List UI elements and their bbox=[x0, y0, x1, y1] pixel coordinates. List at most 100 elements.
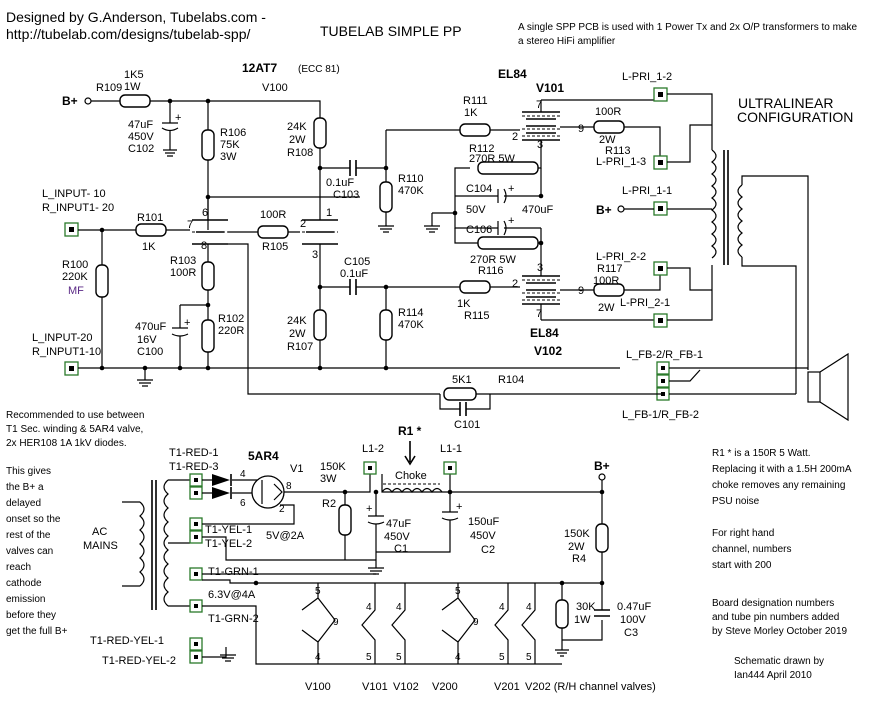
resistor-r113 bbox=[593, 120, 625, 134]
label-bplus-psu: B+ bbox=[594, 459, 610, 473]
heater-label-v200: V200 bbox=[432, 681, 458, 693]
terminal-l1-2 bbox=[363, 461, 377, 475]
capacitor-c101 bbox=[459, 402, 467, 416]
tube-v101-el84 bbox=[522, 100, 661, 162]
terminal-l-pri-1-1 bbox=[653, 201, 668, 216]
svg-text:4: 4 bbox=[499, 602, 505, 613]
note-r1-line-3: choke removes any remaining bbox=[712, 480, 845, 491]
heater-pin-labels: 5 9 4 4 5 4 5 5 9 4 4 5 4 5 bbox=[315, 586, 532, 663]
credit-line-1: Designed by G.Anderson, Tubelabs.com - bbox=[6, 9, 266, 25]
label-r111: R111 bbox=[463, 95, 488, 107]
heater-label-v102: V102 bbox=[393, 681, 419, 693]
label-r112: R112 bbox=[469, 143, 494, 155]
label-c104: C104 bbox=[466, 183, 492, 195]
heater-label-v201: V201 bbox=[494, 681, 520, 693]
svg-text:5: 5 bbox=[366, 652, 372, 663]
terminal-l-pri-1-3 bbox=[653, 155, 668, 170]
svg-text:5: 5 bbox=[396, 652, 402, 663]
svg-text:4: 4 bbox=[526, 602, 532, 613]
label-c101: C101 bbox=[454, 419, 480, 431]
note-rh-line-1: For right hand bbox=[712, 528, 774, 539]
resistor-r4 bbox=[595, 523, 609, 553]
value-r112: 270R 5W bbox=[469, 153, 515, 165]
label-c103: C103 bbox=[333, 189, 359, 201]
pin-v1-2: 2 bbox=[279, 504, 285, 515]
speaker-icon bbox=[807, 352, 849, 422]
capacitor-c104: + bbox=[455, 183, 541, 204]
label-t1-red-yel-2: T1-RED-YEL-2 bbox=[102, 655, 176, 667]
value-c104-volt: 50V bbox=[466, 204, 486, 216]
input-top-label-2: R_INPUT1- 20 bbox=[42, 202, 114, 214]
label-c1: C1 bbox=[394, 543, 408, 555]
pin-v100-6: 6 bbox=[202, 207, 208, 219]
value-r2-watt: 3W bbox=[320, 473, 337, 485]
svg-text:cathode: cathode bbox=[6, 578, 42, 589]
label-t1-grn-2: T1-GRN-2 bbox=[208, 613, 259, 625]
heater-v100 bbox=[301, 583, 336, 664]
pin-v102-3: 3 bbox=[537, 262, 543, 274]
svg-text:valves can: valves can bbox=[6, 546, 53, 557]
label-r103: R103 bbox=[170, 255, 196, 267]
svg-text:B+: B+ bbox=[62, 94, 78, 108]
value-30k: 30K bbox=[576, 601, 596, 613]
label-6v3-4a: 6.3V@4A bbox=[208, 589, 256, 601]
label-l-pri-2-2: L-PRI_2-2 bbox=[596, 251, 646, 263]
resistor-r100 bbox=[95, 264, 109, 298]
pin-v1-6: 6 bbox=[240, 498, 246, 509]
label-fb-top: L_FB-2/R_FB-1 bbox=[626, 349, 703, 361]
tube-v102-el84 bbox=[522, 256, 661, 320]
value-r4-watt: 2W bbox=[568, 541, 585, 553]
heater-label-v100: V100 bbox=[305, 681, 331, 693]
note-board-line-1: Board designation numbers bbox=[712, 598, 834, 609]
ultralinear-label-1: ULTRALINEAR bbox=[738, 95, 833, 111]
description-line-1: A single SPP PCB is used with 1 Power Tx… bbox=[518, 22, 857, 33]
label-c2: C2 bbox=[481, 544, 495, 556]
psu-note-line-3: 2x HER108 1A 1kV diodes. bbox=[6, 438, 127, 449]
svg-text:5: 5 bbox=[455, 586, 461, 597]
ac-mains-label-2: MAINS bbox=[83, 540, 118, 552]
value-c100: 470uF bbox=[135, 321, 166, 333]
label-r108: R108 bbox=[287, 147, 313, 159]
value-r102: 220R bbox=[218, 325, 244, 337]
svg-text:4: 4 bbox=[455, 652, 461, 663]
tube-v102-type: EL84 bbox=[530, 326, 559, 340]
value-30k-watt: 1W bbox=[574, 614, 591, 626]
tube-v1-5ar4 bbox=[251, 475, 285, 509]
resistor-r115 bbox=[459, 280, 491, 294]
pin-v102-9: 9 bbox=[578, 285, 584, 297]
note-drawn-line-1: Schematic drawn by bbox=[734, 656, 824, 667]
svg-text:+: + bbox=[184, 317, 190, 329]
tube-v101-ref: V101 bbox=[536, 81, 564, 95]
input-bottom-label-2: R_INPUT1-10 bbox=[32, 346, 101, 358]
label-l-pri-1-2: L-PRI_1-2 bbox=[622, 71, 672, 83]
svg-text:get the full B+: get the full B+ bbox=[6, 626, 68, 637]
label-r109: R109 bbox=[96, 82, 122, 94]
svg-text:5: 5 bbox=[526, 652, 532, 663]
tube-v100-left-triode bbox=[192, 197, 228, 245]
pin-v100-1: 1 bbox=[326, 207, 332, 219]
svg-text:+: + bbox=[175, 112, 181, 124]
resistor-r109 bbox=[119, 94, 151, 108]
heater-bus-bottom bbox=[202, 605, 562, 665]
note-rh-line-3: start with 200 bbox=[712, 560, 772, 571]
note-board-line-2: and tube pin numbers added bbox=[712, 612, 839, 623]
label-t1-yel-2: T1-YEL-2 bbox=[205, 538, 252, 550]
output-transformer bbox=[667, 93, 809, 394]
label-c105: C105 bbox=[344, 256, 370, 268]
value-r107: 24K bbox=[287, 315, 307, 327]
label-c3: C3 bbox=[624, 627, 638, 639]
pin-v101-7: 7 bbox=[536, 99, 542, 111]
svg-text:+: + bbox=[508, 215, 514, 227]
input-terminal-bottom bbox=[64, 361, 79, 376]
label-r106: R106 bbox=[220, 127, 246, 139]
value-r100-type: MF bbox=[68, 285, 84, 297]
note-drawn-line-2: Ian444 April 2010 bbox=[734, 670, 812, 681]
psu-note-line-2: T1 Sec. winding & 5AR4 valve, bbox=[6, 424, 143, 435]
note-r1-line-4: PSU noise bbox=[712, 496, 760, 507]
heater-v201 bbox=[494, 583, 509, 664]
label-r102: R102 bbox=[218, 313, 244, 325]
tube-v100-right-triode bbox=[302, 219, 338, 245]
svg-text:+: + bbox=[508, 183, 514, 195]
value-r113: 100R bbox=[595, 106, 621, 118]
heater-label-v202: V202 (R/H channel valves) bbox=[525, 681, 656, 693]
